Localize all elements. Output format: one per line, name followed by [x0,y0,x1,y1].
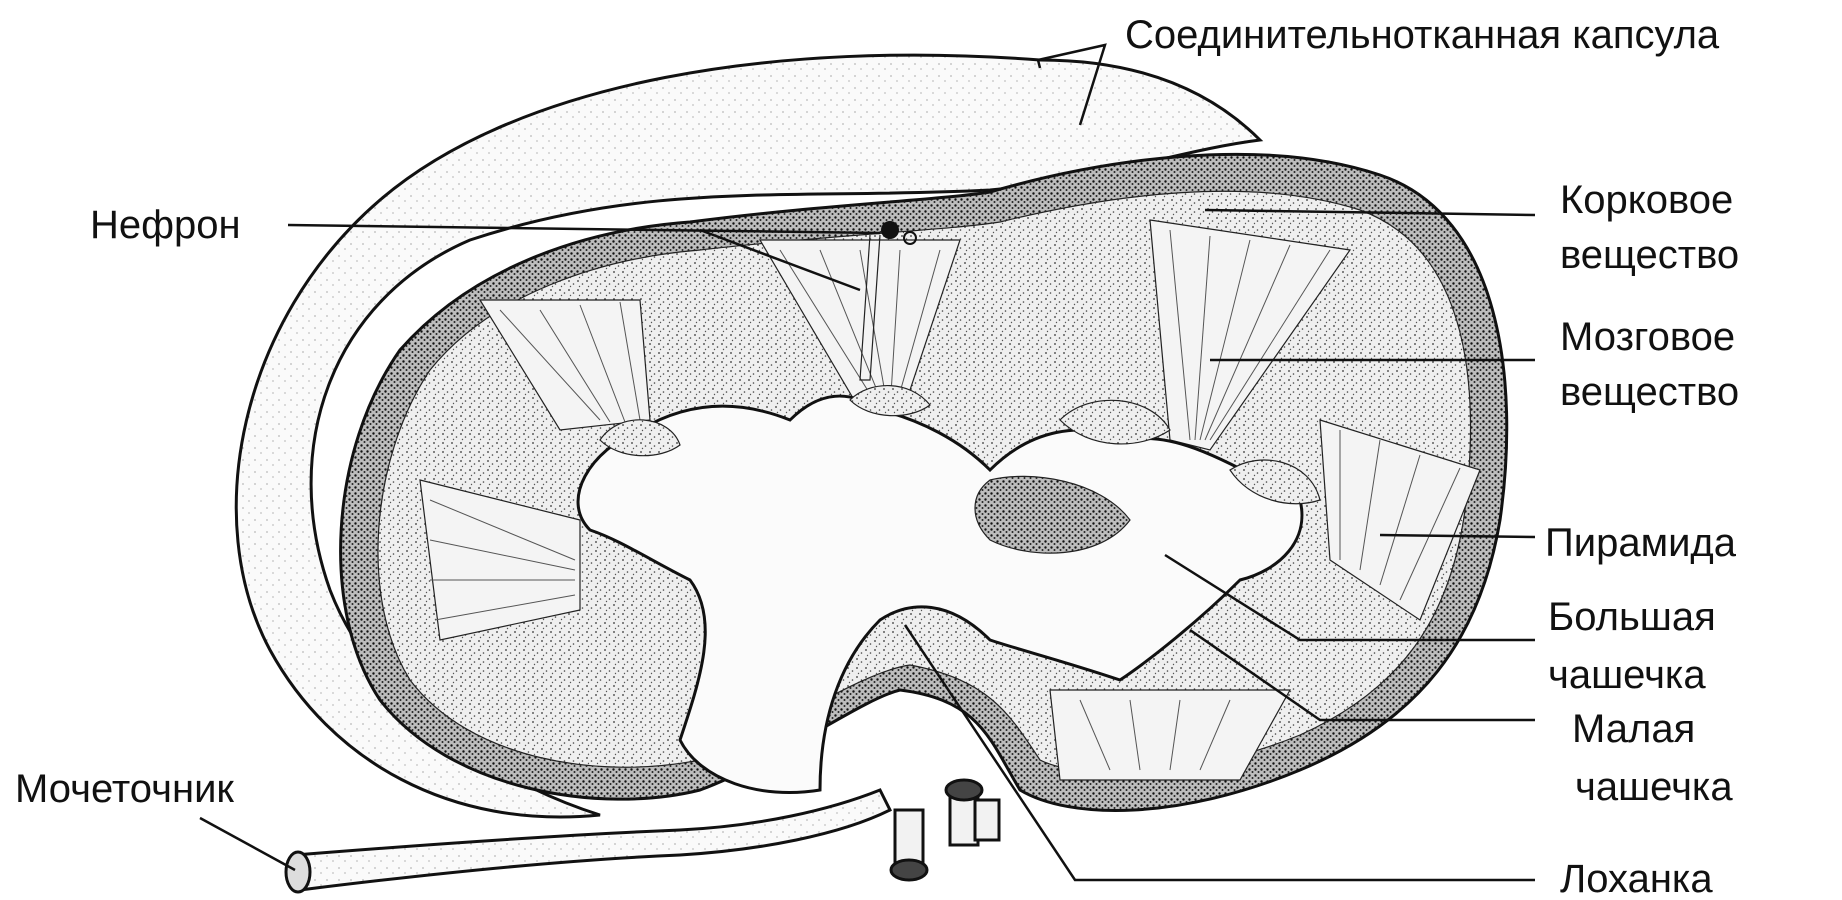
label-minor-calyx-line2: чашечка [1575,765,1733,809]
label-pelvis: Лоханка [1560,857,1713,900]
label-cortex-line2: вещество [1560,233,1739,277]
label-cortex-line1: Корковое [1560,178,1733,222]
ureter-leader [200,818,295,870]
label-nephron: Нефрон [90,203,241,247]
label-ureter: Мочеточник [15,767,234,811]
label-medulla-line2: вещество [1560,370,1739,414]
ureter-shape [295,790,890,890]
label-medulla-line1: Мозговое [1560,315,1735,359]
label-pyramid: Пирамида [1545,521,1737,565]
vessel-shape [975,800,999,840]
vessel-opening [891,860,927,880]
label-capsule: Соединительнотканная капсула [1125,13,1720,57]
label-minor-calyx-line1: Малая [1572,707,1695,751]
hilum-vessels [891,780,999,880]
label-major-calyx-line2: чашечка [1548,653,1706,697]
label-major-calyx-line1: Большая [1548,595,1716,639]
ureter-opening [286,852,310,892]
vessel-opening [946,780,982,800]
glomerulus [881,221,899,239]
